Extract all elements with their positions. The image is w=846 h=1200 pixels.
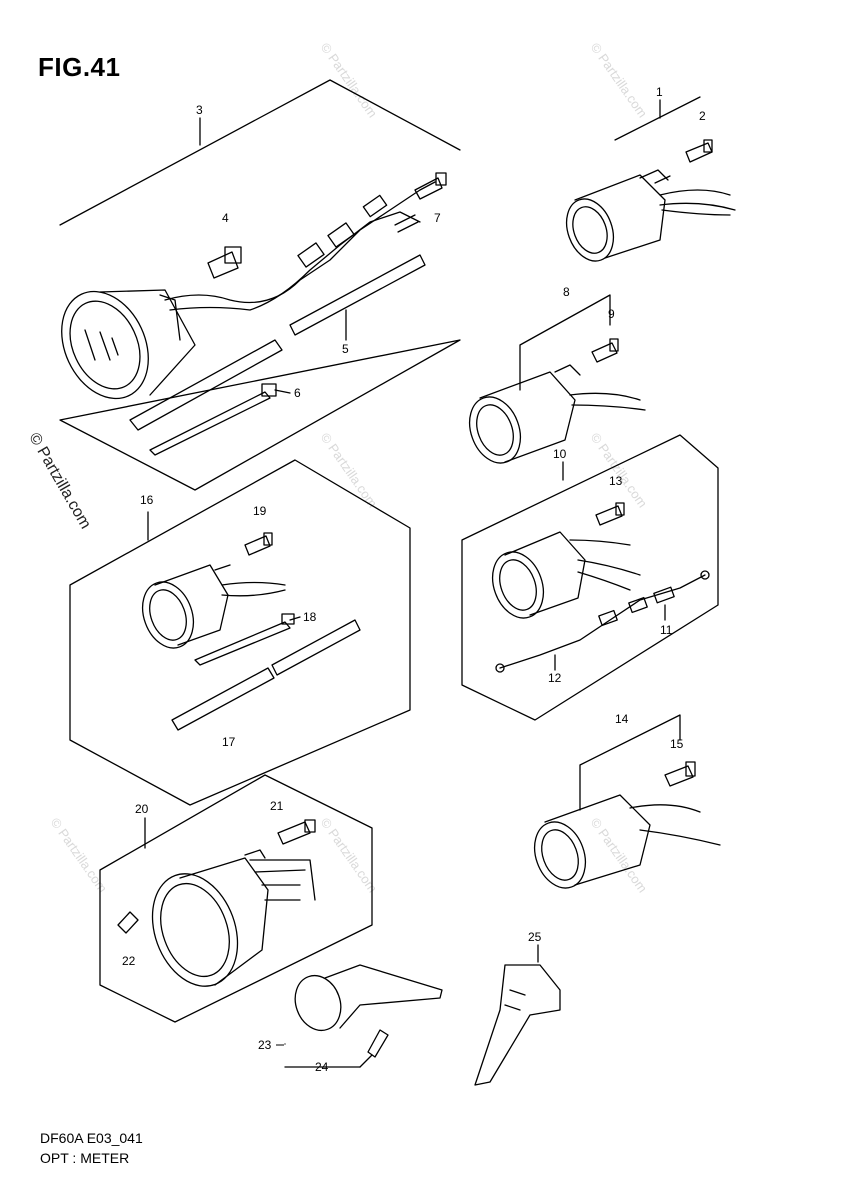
callout-3: 3 bbox=[196, 103, 203, 117]
gauge-1-icon bbox=[565, 169, 736, 262]
harness-11-12-icon bbox=[495, 570, 710, 673]
figure-caption: OPT : METER bbox=[40, 1150, 130, 1166]
callout-5: 5 bbox=[342, 342, 349, 356]
bulb-4-icon bbox=[207, 246, 242, 279]
callout-14: 14 bbox=[615, 712, 629, 726]
tachometer-gauge-icon bbox=[61, 289, 196, 400]
callout-25: 25 bbox=[528, 930, 542, 944]
callout-21: 21 bbox=[270, 799, 284, 813]
gauge-20-icon bbox=[151, 849, 316, 987]
callout-6: 6 bbox=[294, 386, 301, 400]
callout-7: 7 bbox=[434, 211, 441, 225]
figure-title: FIG.41 bbox=[38, 52, 121, 82]
callout-19: 19 bbox=[253, 504, 267, 518]
callout-17: 17 bbox=[222, 735, 236, 749]
callout-8: 8 bbox=[563, 285, 570, 299]
callout-4: 4 bbox=[222, 211, 229, 225]
group-16-outline bbox=[69, 459, 411, 806]
group-10-outline bbox=[461, 434, 719, 721]
callout-18: 18 bbox=[303, 610, 317, 624]
callout-10: 10 bbox=[553, 447, 567, 461]
figure-code: DF60A E03_041 bbox=[40, 1130, 143, 1146]
gauge-14-icon bbox=[533, 794, 721, 889]
bulb-22-icon bbox=[117, 911, 139, 934]
callout-13: 13 bbox=[609, 474, 623, 488]
callout-11: 11 bbox=[660, 623, 673, 637]
bulb-21-icon bbox=[277, 819, 316, 845]
switch-23-icon bbox=[294, 964, 443, 1032]
callout-1: 1 bbox=[656, 85, 663, 99]
group-20-outline bbox=[99, 774, 373, 1023]
callout-12: 12 bbox=[548, 671, 562, 685]
group-3-outline bbox=[59, 79, 461, 491]
screw-24-icon bbox=[367, 1029, 389, 1058]
gauge-16-icon bbox=[141, 564, 286, 649]
callout-20: 20 bbox=[135, 802, 149, 816]
callout-labels: 1 2 3 4 5 6 7 8 9 10 11 12 13 14 15 16 1… bbox=[122, 85, 706, 1074]
callout-23: 23 bbox=[258, 1038, 272, 1052]
bulb-13-icon bbox=[595, 502, 625, 526]
bulb-7-icon bbox=[414, 172, 447, 200]
callout-24: 24 bbox=[315, 1060, 329, 1074]
callout-9: 9 bbox=[608, 307, 615, 321]
bulb-9-icon bbox=[591, 338, 619, 363]
gauge-8-icon bbox=[468, 364, 646, 464]
bulb-2-icon bbox=[685, 139, 713, 163]
callout-16: 16 bbox=[140, 493, 154, 507]
bulb-15-icon bbox=[664, 761, 696, 787]
gauge-10-icon bbox=[491, 531, 641, 619]
callout-22: 22 bbox=[122, 954, 136, 968]
lever-25-icon bbox=[474, 964, 561, 1086]
callout-2: 2 bbox=[699, 109, 706, 123]
bulb-19-icon bbox=[244, 532, 273, 556]
callout-15: 15 bbox=[670, 737, 684, 751]
